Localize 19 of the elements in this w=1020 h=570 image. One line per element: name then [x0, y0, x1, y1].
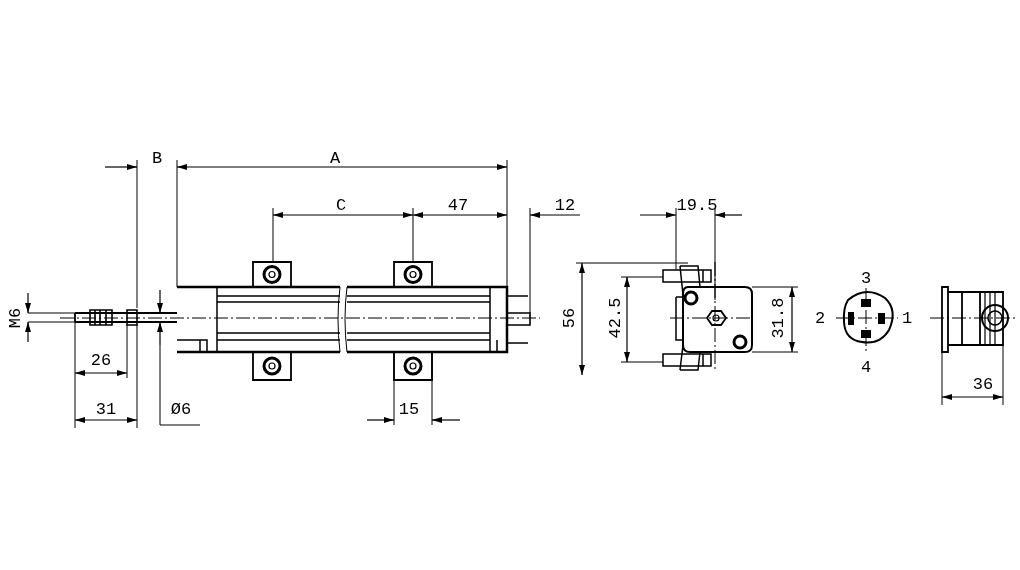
- dimension-label: 56: [560, 307, 578, 329]
- dimension-label: Ø6: [170, 400, 192, 418]
- dimension-label: 15: [398, 400, 420, 418]
- dimension-label: C: [335, 196, 347, 214]
- dimension-label: 26: [90, 351, 112, 369]
- pin-number: 4: [860, 358, 872, 376]
- dimension-label: 31: [95, 400, 117, 418]
- dimension-label: M6: [6, 307, 24, 329]
- dimension-label: 31.8: [769, 297, 787, 339]
- pin-number: 1: [901, 309, 913, 327]
- pin-number: 3: [860, 269, 872, 287]
- dimension-label: 47: [447, 196, 469, 214]
- dimension-label: 42.5: [606, 297, 624, 339]
- dimension-label: A: [329, 149, 341, 167]
- dimension-label: 12: [554, 196, 576, 214]
- dimension-label: 19.5: [676, 196, 718, 214]
- pin-number: 2: [814, 309, 826, 327]
- dimension-label: B: [151, 149, 163, 167]
- dimension-label: 36: [972, 375, 994, 393]
